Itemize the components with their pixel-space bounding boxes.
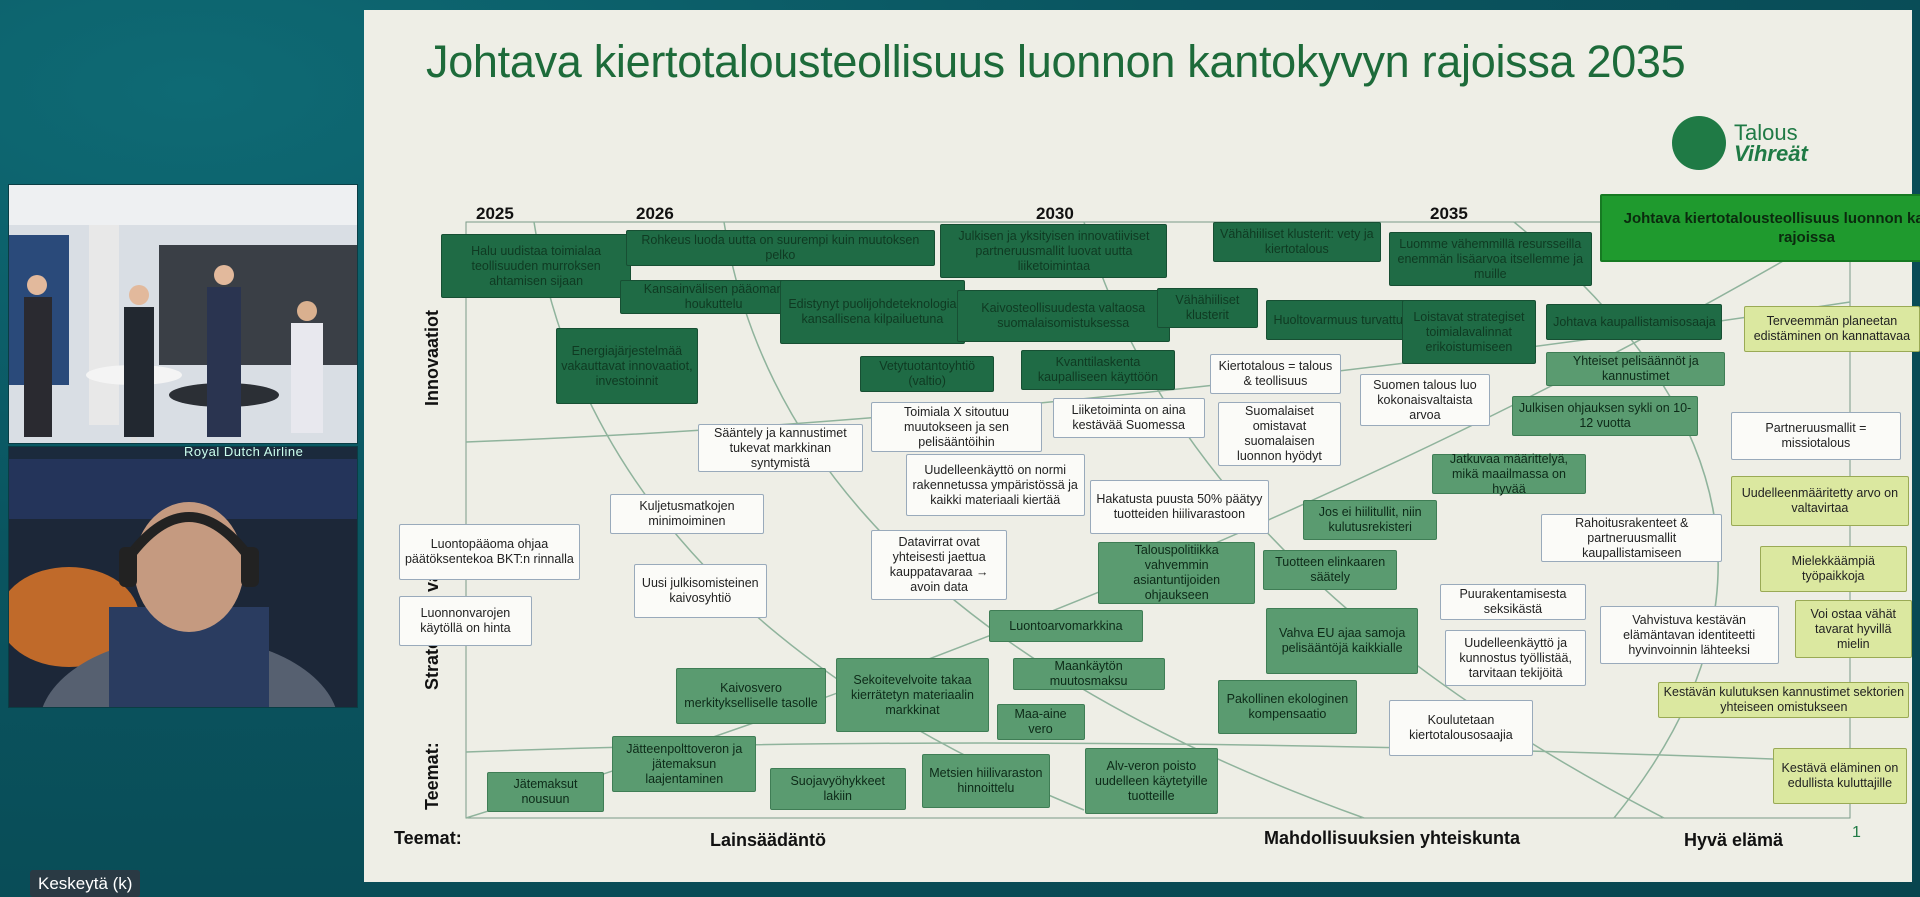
roadmap-box: Metsien hiilivaraston hinnoittelu [921,754,1050,808]
roadmap-box: Vähähiiliset klusterit [1156,288,1259,328]
roadmap-box: Talouspolitiikka vahvemmin asiantuntijoi… [1097,542,1256,604]
roadmap-box: Luontopääoma ohjaa päätöksentekoa BKT:n … [398,524,581,580]
roadmap-box: Kaivosvero merkitykselliselle tasolle [676,668,826,724]
roadmap-box: Halu uudistaa toimialaa teollisuuden mur… [441,234,631,298]
roadmap-box: Rahoitusrakenteet & partneruusmallit kau… [1541,514,1723,562]
roadmap-box: Julkisen ohjauksen sykli on 10-12 vuotta [1511,396,1699,436]
roadmap-box: Energiajärjestelmää vakauttavat innovaat… [556,328,698,404]
page-number: 1 [1852,824,1861,841]
roadmap-box: Uudelleenmääritetty arvo on valtavirtaa [1730,476,1910,526]
roadmap-box: Mielekkäämpiä työpaikkoja [1759,546,1907,592]
roadmap-box: Kestävä eläminen on edullista kuluttajil… [1773,748,1907,804]
roadmap-box: Datavirrat ovat yhteisesti jaettua kaupp… [871,530,1008,600]
roadmap-box: Jätteenpolttoveron ja jätemaksun laajent… [612,736,757,792]
roadmap-box: Sääntely ja kannustimet tukevat markkina… [697,424,864,472]
remote-speaker [9,459,357,707]
presentation-slide: Johtava kiertotalousteollisuus luonnon k… [364,10,1920,882]
year-label: 2035 [1430,204,1468,223]
theme-label: Teemat: [394,828,462,848]
roadmap-box: Loistavat strategiset toimialavalinnat e… [1402,300,1536,364]
roadmap-box: Rohkeus luoda uutta on suurempi kuin muu… [625,230,936,266]
roadmap-box: Vähähiiliset klusterit: vety ja kiertota… [1212,222,1381,262]
roadmap-box: Kansainvälisen pääoman houkuttelu [620,280,808,314]
roadmap-box: Alv-veron poisto uudelleen käytetyille t… [1084,748,1219,814]
row-label: Innovaatiot [422,309,442,406]
goal-box: Johtava kiertotalousteollisuus luonnon k… [1599,194,1920,262]
roadmap-box: Terveemmän planeetan edistäminen on kann… [1743,306,1920,352]
roadmap-box: Voi ostaa vähät tavarat hyvillä mielin [1794,600,1912,658]
roadmap-box: Suojavyöhykkeet lakiin [769,768,906,810]
roadmap-box: Maankäytön muutosmaksu [1012,658,1165,690]
roadmap-box: Huoltovarmuus turvattu [1266,300,1411,340]
roadmap-box: Uudelleenkäyttö on normi rakennetussa ym… [905,454,1085,516]
roadmap-box: Hakatusta puusta 50% päätyy tuotteiden h… [1089,480,1269,534]
roadmap-box: Jätemaksut nousuun [486,772,605,812]
webcam-panel-studio [8,184,358,444]
roadmap-box: Liiketoiminta on aina kestävää Suomessa [1052,398,1205,438]
roadmap-box: Luomme vähemmillä resursseilla enemmän l… [1388,232,1592,286]
globe-icon [1672,116,1726,170]
roadmap-box: Jos ei hiilitullit, niin kulutusrekister… [1303,500,1437,540]
roadmap-box: Vetytuotantoyhtiö (valtio) [860,356,994,392]
webcam-banner: Royal Dutch Airline [184,446,304,459]
theme-label: Lainsäädäntö [710,830,827,850]
roadmap-box: Toimiala X sitoutuu muutokseen ja sen pe… [871,402,1042,452]
roadmap-box: Julkisen ja yksityisen innovatiiviset pa… [940,224,1168,278]
logo-line1: Talous [1734,120,1798,145]
roadmap-box: Maa-aine vero [996,704,1085,740]
roadmap-box: Kaivosteollisuudesta valtaosa suomalaiso… [956,290,1171,342]
roadmap-box: Uudelleenkäyttö ja kunnostus työllistää,… [1444,630,1587,686]
year-label: 2026 [636,204,674,223]
slide-title: Johtava kiertotalousteollisuus luonnon k… [426,36,1686,87]
roadmap-box: Kuljetusmatkojen minimoiminen [609,494,765,534]
roadmap-box: Luontoarvomarkkina [988,610,1144,642]
roadmap-box: Pakollinen ekologinen kompensaatio [1218,680,1357,734]
roadmap-box: Koulutetaan kiertotalousosaajia [1388,700,1533,756]
roadmap-box: Suomen talous luo kokonaisvaltaista arvo… [1359,374,1491,426]
theme-label: Mahdollisuuksien yhteiskunta [1264,828,1521,848]
roadmap-box: Jatkuvaa määrittelyä, mikä maailmassa on… [1431,452,1587,496]
roadmap-box: Kiertotalous = talous & teollisuus [1210,354,1341,394]
studio-scene [9,185,357,443]
roadmap-box: Puurakentamisesta seksikästä [1439,584,1587,620]
logo-line2: Vihreät [1734,141,1808,166]
roadmap-box: Vahvistuva kestävän elämäntavan identite… [1599,606,1779,664]
roadmap-box: Kvanttilaskenta kaupalliseen käyttöön [1020,350,1176,390]
roadmap-box: Suomalaiset omistavat suomalaisen luonno… [1218,402,1341,466]
webcam-panel-remote: Royal Dutch Airline [8,446,358,708]
theme-label: Hyvä elämä [1684,830,1784,850]
roadmap-box: Sekoitevelvoite takaa kierrätetyn materi… [836,658,989,732]
roadmap-box: Edistynyt puolijohdeteknologia kansallis… [780,280,965,344]
roadmap-box: Kestävän kulutuksen kannustimet sektorie… [1658,682,1910,718]
pause-button[interactable]: Keskeytä (k) [30,870,141,897]
year-label: 2030 [1036,204,1074,223]
roadmap-box: Johtava kaupallistamisosaaja [1546,304,1723,340]
roadmap-box: Uusi julkisomisteinen kaivosyhtiö [633,564,767,618]
roadmap-box: Luonnonvarojen käytöllä on hinta [398,596,533,646]
row-label: Teemat: [422,742,442,810]
roadmap-box: Partneruusmallit = missiotalous [1730,412,1902,460]
roadmap-box: Tuotteen elinkaaren säätely [1263,550,1397,590]
roadmap-box: Vahva EU ajaa samoja pelisääntöjä kaikki… [1266,608,1419,674]
roadmap-box: Yhteiset pelisäännöt ja kannustimet [1546,352,1726,386]
year-label: 2025 [476,204,514,223]
